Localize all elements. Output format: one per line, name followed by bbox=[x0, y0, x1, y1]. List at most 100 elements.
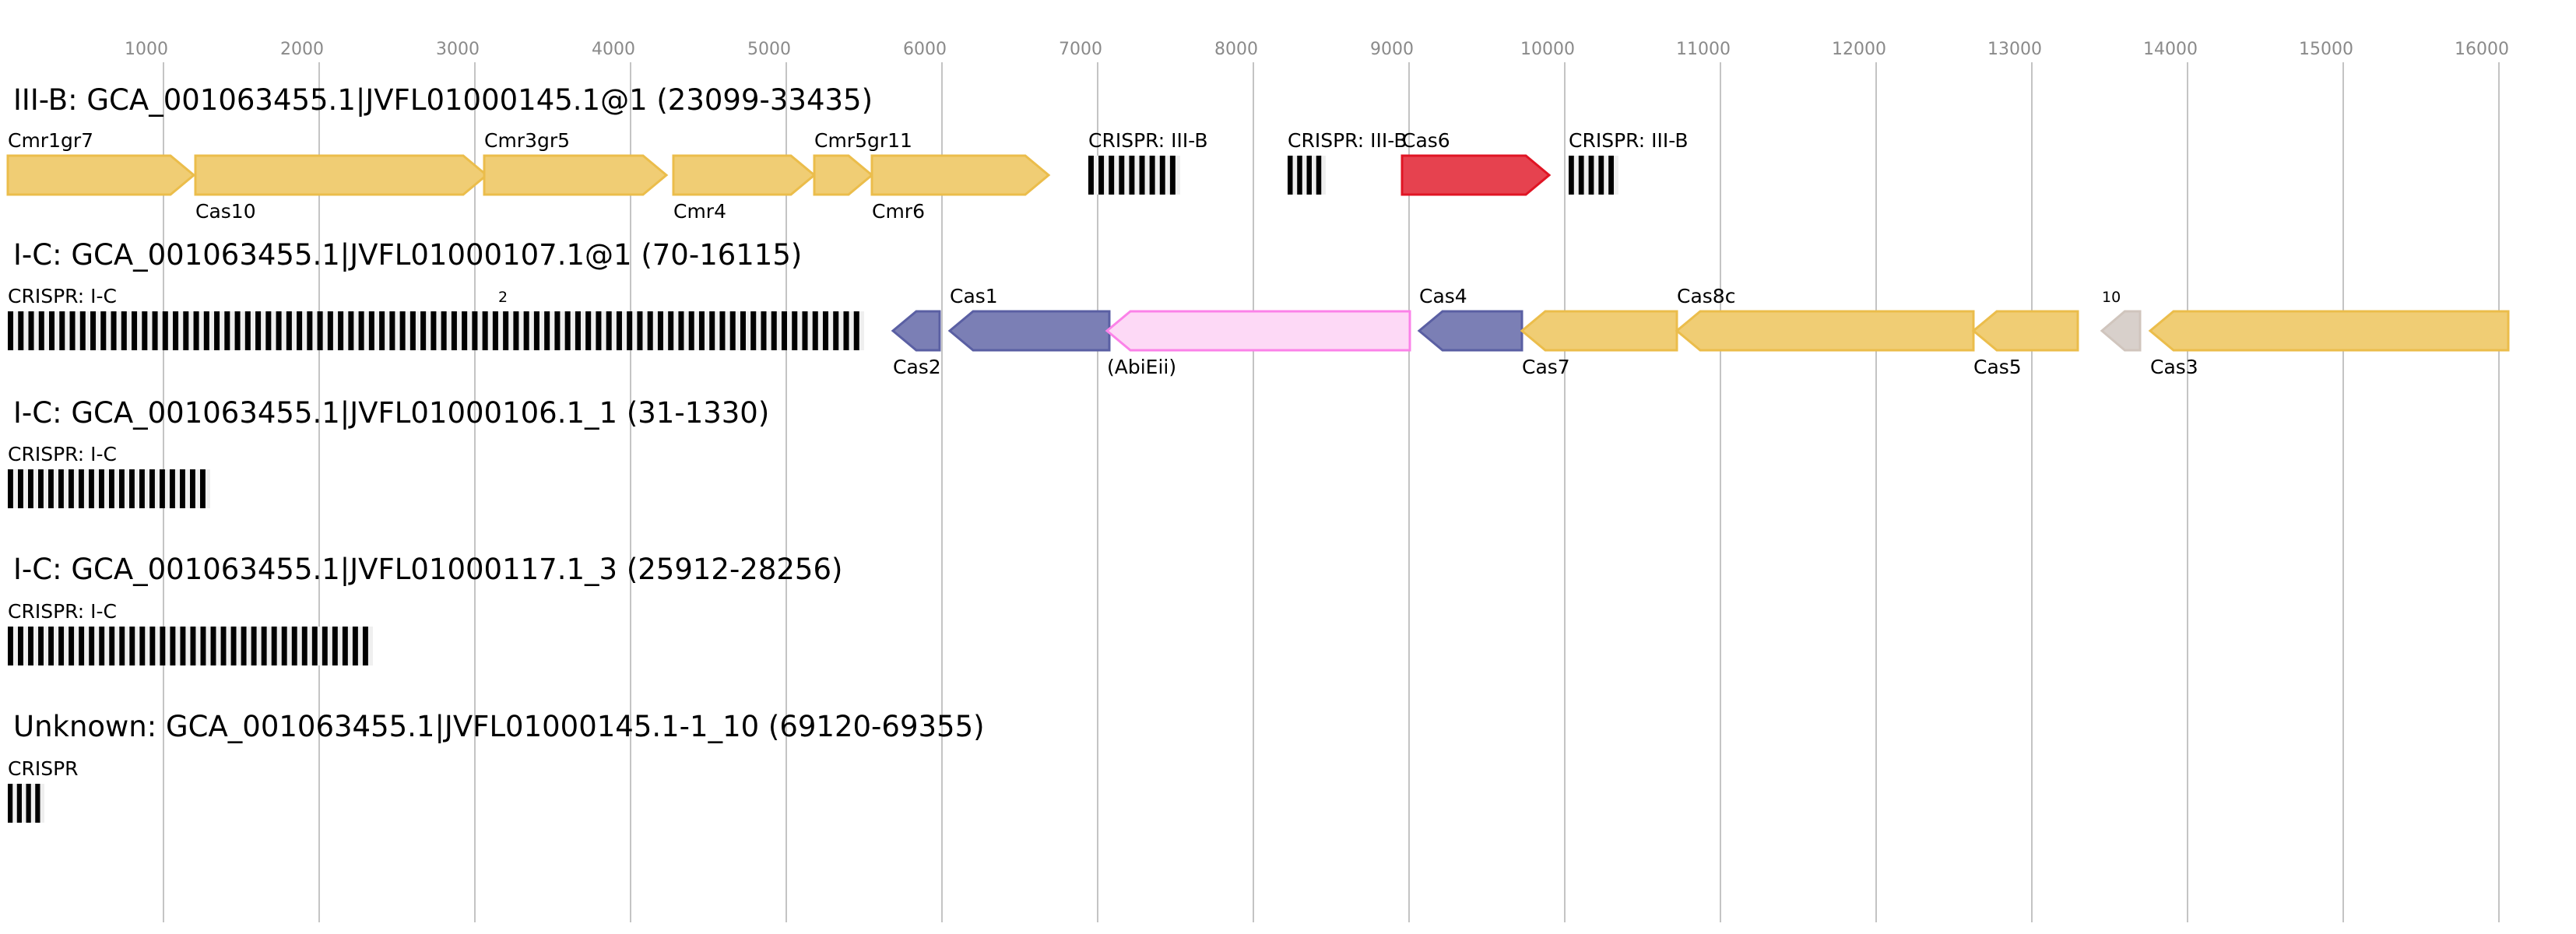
crispr-repeat bbox=[38, 469, 44, 508]
axis-tick-label: 5000 bbox=[747, 40, 791, 59]
crispr-repeat bbox=[16, 784, 22, 823]
crispr-repeat bbox=[1588, 156, 1594, 195]
gene-arrow: Cas2 bbox=[891, 310, 941, 378]
crispr-repeat bbox=[79, 311, 86, 350]
crispr-repeat bbox=[544, 311, 550, 350]
feature-marker-label: 2 bbox=[498, 289, 508, 306]
crispr-repeat bbox=[564, 311, 571, 350]
axis-tick-label: 11000 bbox=[1676, 40, 1731, 59]
crispr-repeat bbox=[1316, 156, 1322, 195]
gene-label: Cmr3gr5 bbox=[484, 129, 570, 152]
crispr-repeat bbox=[79, 469, 84, 508]
crispr-repeat bbox=[90, 311, 97, 350]
crispr-repeat bbox=[802, 311, 808, 350]
crispr-repeat bbox=[348, 311, 354, 350]
crispr-repeat bbox=[190, 469, 195, 508]
crispr-array: CRISPR: I-C bbox=[8, 443, 210, 508]
crispr-repeat bbox=[89, 469, 94, 508]
crispr-repeat bbox=[109, 627, 115, 665]
crispr-array: CRISPR: I-C bbox=[8, 600, 373, 665]
gene-cas8c bbox=[1675, 310, 1975, 352]
crispr-repeat bbox=[1569, 156, 1574, 195]
gene-label: Cas10 bbox=[195, 200, 256, 223]
crispr-repeat bbox=[152, 311, 158, 350]
crispr-repeat bbox=[244, 311, 251, 350]
crispr-repeat bbox=[142, 311, 148, 350]
crispr-repeat bbox=[533, 311, 539, 350]
crispr-repeat bbox=[69, 311, 76, 350]
crispr-repeat bbox=[482, 311, 488, 350]
crispr-repeat bbox=[79, 627, 85, 665]
crispr-repeat bbox=[183, 311, 189, 350]
crispr-repeat bbox=[180, 627, 186, 665]
crispr-repeat bbox=[28, 469, 33, 508]
crispr-repeat bbox=[1159, 156, 1165, 195]
crispr-repeat bbox=[1149, 156, 1155, 195]
crispr-repeat bbox=[822, 311, 829, 350]
crispr-repeat bbox=[409, 311, 416, 350]
crispr-repeat bbox=[1119, 156, 1125, 195]
crispr-repeat bbox=[200, 627, 206, 665]
crispr-repeat bbox=[291, 627, 297, 665]
axis-tick-label: 15000 bbox=[2299, 40, 2353, 59]
crispr-repeat bbox=[389, 311, 395, 350]
crispr-repeat bbox=[38, 311, 44, 350]
crispr-repeat bbox=[792, 311, 798, 350]
crispr-repeat bbox=[332, 627, 338, 665]
crispr-repeat bbox=[132, 311, 138, 350]
crispr-label: CRISPR bbox=[8, 757, 79, 780]
crispr-repeat bbox=[69, 627, 75, 665]
crispr-repeat bbox=[224, 311, 230, 350]
crispr-label: CRISPR: III-B bbox=[1088, 129, 1208, 152]
track: III-B: GCA_001063455.1|JVFL01000145.1@1 … bbox=[6, 83, 1689, 223]
crispr-repeat bbox=[441, 311, 447, 350]
crispr-repeat bbox=[49, 311, 55, 350]
track: I-C: GCA_001063455.1|JVFL01000106.1_1 (3… bbox=[8, 396, 769, 508]
track-title: Unknown: GCA_001063455.1|JVFL01000145.1-… bbox=[13, 710, 985, 743]
gene-cmr1gr7 bbox=[6, 154, 196, 196]
axis-tick-label: 6000 bbox=[903, 40, 947, 59]
gene-arrow: Cmr6 bbox=[870, 154, 1051, 223]
crispr-repeat bbox=[276, 311, 282, 350]
gene-cmr6 bbox=[870, 154, 1051, 196]
crispr-array: CRISPR: III-B bbox=[1569, 129, 1689, 195]
crispr-label: CRISPR: III-B bbox=[1569, 129, 1689, 152]
crispr-repeat bbox=[317, 311, 323, 350]
crispr-repeat bbox=[162, 311, 168, 350]
crispr-repeat bbox=[575, 311, 581, 350]
gene-cas10 bbox=[194, 154, 489, 196]
gene-label: Cas5 bbox=[1973, 356, 2022, 378]
crispr-repeat bbox=[109, 469, 114, 508]
axis-tick-label: 14000 bbox=[2143, 40, 2198, 59]
crispr-repeat bbox=[139, 469, 145, 508]
crispr-repeat bbox=[58, 627, 65, 665]
crispr-array: CRISPR: III-B bbox=[1088, 129, 1208, 195]
crispr-repeat bbox=[729, 311, 736, 350]
gene-cmr4 bbox=[672, 154, 817, 196]
crispr-repeat bbox=[170, 469, 175, 508]
crispr-repeat bbox=[58, 469, 64, 508]
crispr-repeat bbox=[301, 627, 308, 665]
crispr-repeat bbox=[18, 469, 23, 508]
axis-tick-label: 4000 bbox=[592, 40, 635, 59]
gene-cas4 bbox=[1417, 310, 1523, 352]
crispr-repeat bbox=[1288, 156, 1293, 195]
axis-tick-label: 10000 bbox=[1520, 40, 1575, 59]
crispr-repeat bbox=[200, 469, 206, 508]
crispr-repeat bbox=[503, 311, 509, 350]
crispr-repeat bbox=[48, 627, 54, 665]
gene-label: Cas1 bbox=[950, 285, 998, 307]
crispr-repeat bbox=[1297, 156, 1302, 195]
track-title: I-C: GCA_001063455.1|JVFL01000107.1@1 (7… bbox=[13, 238, 802, 272]
crispr-repeat bbox=[180, 469, 185, 508]
crispr-repeat bbox=[1139, 156, 1145, 195]
crispr-repeat bbox=[214, 311, 220, 350]
crispr-repeat bbox=[647, 311, 653, 350]
crispr-repeat bbox=[99, 627, 105, 665]
crispr-repeat bbox=[368, 311, 374, 350]
crispr-repeat bbox=[657, 311, 663, 350]
crispr-repeat bbox=[69, 469, 74, 508]
crispr-repeat bbox=[1098, 156, 1105, 195]
crispr-label: CRISPR: I-C bbox=[8, 600, 117, 623]
